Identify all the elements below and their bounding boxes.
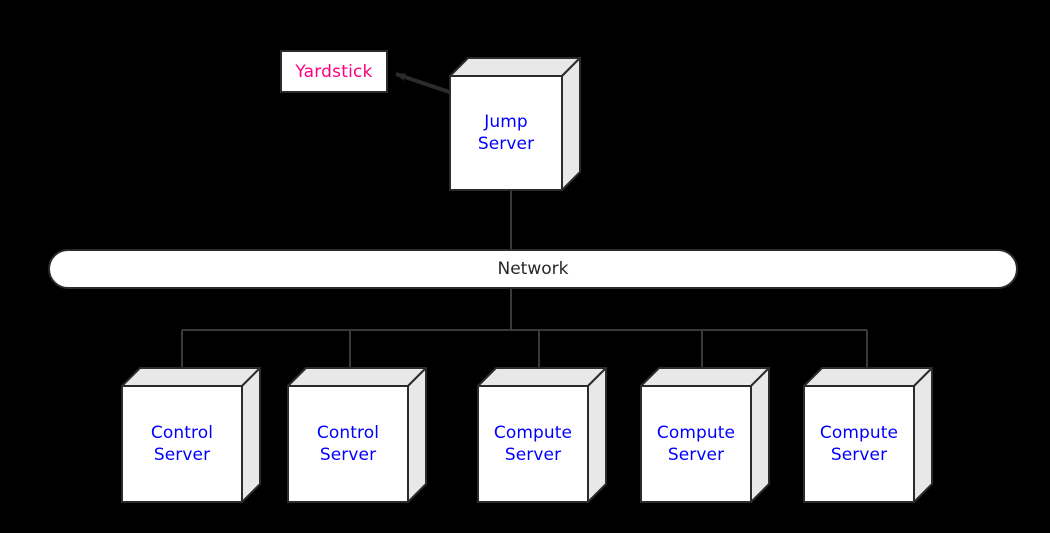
jump-server-face: Jump Server	[449, 75, 563, 191]
control-server-2-label: Control Server	[316, 422, 380, 465]
yardstick-callout[interactable]: Yardstick	[280, 50, 388, 93]
control-server-2-face: Control Server	[287, 385, 409, 503]
control-server-1-box-shading	[121, 367, 261, 503]
compute-server-2-face: Compute Server	[640, 385, 752, 503]
compute-server-node-1[interactable]: Compute Server	[477, 367, 607, 503]
control-server-1-label: Control Server	[150, 422, 214, 465]
network-bus[interactable]: Network	[48, 249, 1018, 289]
jump-server-label: Jump Server	[477, 111, 535, 154]
jump-server-box-shading	[449, 57, 581, 191]
compute-server-2-label: Compute Server	[656, 422, 736, 465]
control-server-node-1[interactable]: Control Server	[121, 367, 261, 503]
control-server-node-2[interactable]: Control Server	[287, 367, 427, 503]
jump-server-node[interactable]: Jump Server	[449, 57, 581, 191]
network-label: Network	[497, 259, 569, 279]
compute-server-1-label: Compute Server	[493, 422, 573, 465]
compute-server-node-2[interactable]: Compute Server	[640, 367, 770, 503]
compute-server-node-3[interactable]: Compute Server	[803, 367, 933, 503]
yardstick-label: Yardstick	[295, 61, 373, 82]
compute-server-2-box-shading	[640, 367, 770, 503]
control-server-1-face: Control Server	[121, 385, 243, 503]
compute-server-3-label: Compute Server	[819, 422, 899, 465]
control-server-2-box-shading	[287, 367, 427, 503]
compute-server-1-face: Compute Server	[477, 385, 589, 503]
compute-server-3-face: Compute Server	[803, 385, 915, 503]
